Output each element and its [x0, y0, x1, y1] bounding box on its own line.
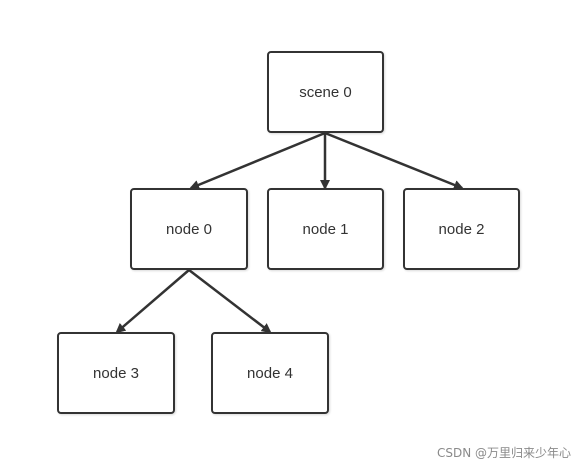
edge-node0-node4 [188, 269, 272, 334]
watermark: CSDN @万里归来少年心 [436, 446, 571, 460]
edge-scene0-node2 [324, 131, 464, 190]
node-3: node 3 [57, 332, 175, 414]
node-0: node 0 [130, 188, 248, 270]
node-label: node 1 [302, 220, 349, 238]
edge-scene0-node0 [189, 131, 326, 190]
node-label: node 3 [93, 364, 139, 382]
node-label: node 0 [166, 220, 212, 238]
node-label: node 4 [247, 364, 293, 382]
node-label: scene 0 [299, 83, 352, 101]
node-scene-0: scene 0 [267, 51, 384, 133]
edge-node0-node3 [115, 269, 190, 334]
node-2: node 2 [403, 188, 520, 270]
node-4: node 4 [211, 332, 329, 414]
node-label: node 2 [438, 220, 485, 238]
node-1: node 1 [267, 188, 384, 270]
